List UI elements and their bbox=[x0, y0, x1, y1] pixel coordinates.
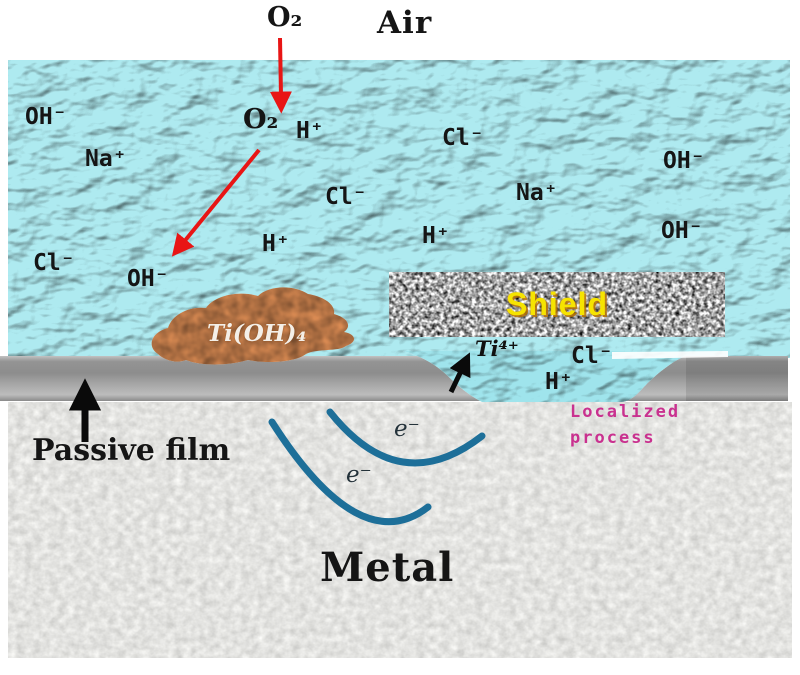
localized-process-label: Localized process bbox=[570, 399, 680, 452]
passive-film-label: Passive film bbox=[32, 433, 231, 468]
pit-electrolyte bbox=[403, 351, 690, 402]
ion-h-1: H⁺ bbox=[296, 118, 324, 144]
ion-h-3: H⁺ bbox=[422, 223, 450, 249]
ion-oh-1: OH⁻ bbox=[25, 104, 67, 130]
shield-grain bbox=[389, 272, 725, 337]
electron-arc-upper bbox=[326, 408, 486, 467]
ion-h-pit: H⁺ bbox=[545, 369, 573, 395]
electron-arc-lower bbox=[268, 418, 432, 526]
ion-na-2: Na⁺ bbox=[516, 180, 558, 206]
air-label: Air bbox=[377, 5, 433, 41]
ion-oh-4: OH⁻ bbox=[661, 218, 703, 244]
ion-oh-2: OH⁻ bbox=[127, 266, 169, 292]
ion-cl-pit: Cl⁻ bbox=[571, 343, 613, 369]
deposit-blob bbox=[151, 287, 355, 365]
electron-label-upper: e⁻ bbox=[394, 416, 420, 442]
ion-cl-2: Cl⁻ bbox=[325, 184, 367, 210]
ti-ion-label: Ti⁴⁺ bbox=[475, 336, 519, 361]
oxygen-arrow-diagonal bbox=[171, 148, 261, 257]
deposit-label: Ti(OH)₄ bbox=[207, 320, 307, 347]
ti-ion-arrow bbox=[448, 352, 471, 394]
metal-label: Metal bbox=[320, 544, 455, 591]
localized-line2: process bbox=[570, 428, 656, 449]
metal-texture bbox=[8, 402, 792, 658]
oxygen-label-dissolved: O₂ bbox=[243, 104, 279, 135]
passive-film-right-shade bbox=[686, 356, 788, 401]
film-highlight-streak bbox=[612, 351, 728, 359]
ion-na-1: Na⁺ bbox=[85, 146, 127, 172]
oxygen-arrow-down bbox=[269, 37, 292, 114]
localized-line1: Localized bbox=[570, 402, 681, 422]
shield-label-box: Shield bbox=[389, 272, 725, 337]
ion-h-2: H⁺ bbox=[262, 231, 290, 257]
oxygen-label-atmosphere: O₂ bbox=[267, 2, 303, 33]
shield-label: Shield bbox=[505, 286, 608, 322]
ion-cl-1: Cl⁻ bbox=[33, 250, 75, 276]
electron-label-lower: e⁻ bbox=[346, 462, 372, 488]
ion-oh-3: OH⁻ bbox=[663, 148, 705, 174]
ion-cl-3: Cl⁻ bbox=[442, 125, 484, 151]
